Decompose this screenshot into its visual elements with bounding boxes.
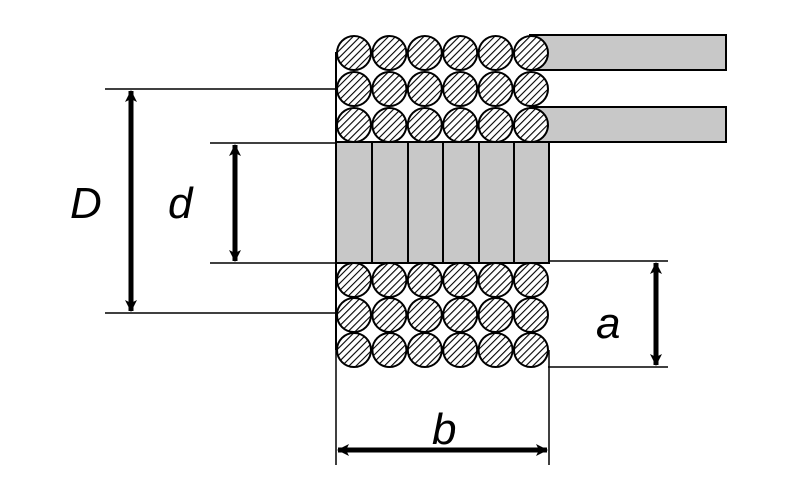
extension-lines	[105, 88, 668, 465]
former-separator-lines	[371, 142, 515, 263]
wire-turn	[371, 35, 408, 71]
wire-turn	[336, 107, 372, 143]
wire-turn	[371, 71, 408, 107]
wire-turn	[406, 35, 443, 71]
wire-turn	[406, 262, 443, 298]
wire-turn	[477, 71, 514, 107]
wire-turn	[371, 107, 408, 143]
wire-turn	[442, 107, 479, 143]
winding-block-bottom	[336, 262, 549, 368]
wire-turn	[513, 262, 549, 298]
wire-turn	[336, 35, 372, 71]
wire-turn	[442, 332, 479, 368]
wire-turn	[406, 71, 443, 107]
lead-wire-top	[529, 34, 727, 71]
wire-turn	[513, 35, 549, 71]
wire-turn	[406, 297, 443, 333]
label-inner-diameter: d	[168, 179, 194, 228]
wire-turn	[477, 35, 514, 71]
wire-turn	[477, 262, 514, 298]
wire-turn	[513, 297, 549, 333]
wire-turn	[513, 332, 549, 368]
wire-turn	[513, 71, 549, 107]
wire-turn	[371, 332, 408, 368]
wire-turn	[477, 107, 514, 143]
wire-turn	[442, 297, 479, 333]
label-winding-depth: a	[596, 299, 620, 348]
wire-turn	[477, 297, 514, 333]
wire-turn	[477, 332, 514, 368]
label-outer-diameter: D	[70, 179, 102, 228]
wire-turn	[336, 262, 372, 298]
wire-turn	[513, 107, 549, 143]
label-coil-length: b	[432, 405, 456, 454]
wire-turn	[371, 262, 408, 298]
winding-block-top	[336, 35, 549, 143]
wire-turn	[336, 71, 372, 107]
wire-turn	[442, 35, 479, 71]
wire-turn	[371, 297, 408, 333]
wire-turn	[406, 332, 443, 368]
wire-turn	[442, 262, 479, 298]
wire-turn	[442, 71, 479, 107]
wire-turn	[336, 332, 372, 368]
wire-turn	[336, 297, 372, 333]
lead-wire-middle	[529, 106, 727, 143]
wire-turn	[406, 107, 443, 143]
